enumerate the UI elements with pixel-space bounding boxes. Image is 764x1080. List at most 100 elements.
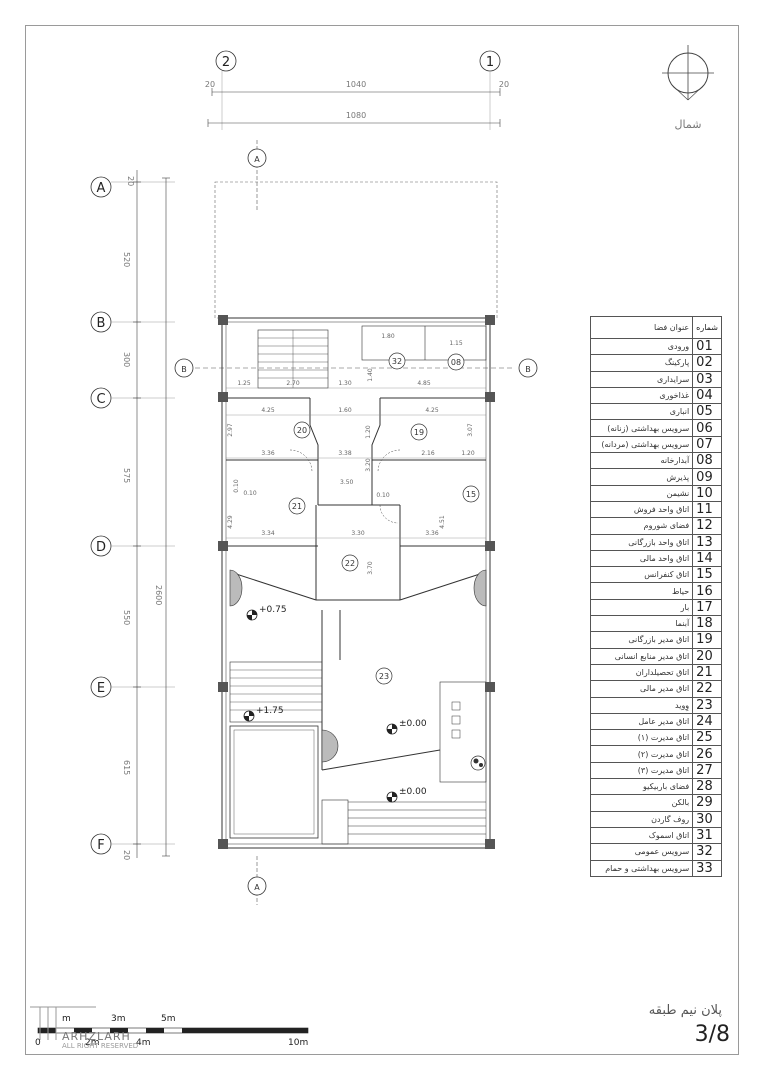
dim-v-0: 2.97: [227, 423, 234, 437]
room-tag-23: 23: [375, 667, 393, 685]
legend-row-number: 04: [692, 386, 722, 405]
dim-row-b-4: 4.85: [417, 380, 431, 387]
room-tag-08: 08: [447, 353, 465, 371]
legend-row-number: 12: [692, 517, 722, 535]
room-tag-15: 15: [462, 485, 480, 503]
legend-row-name: سرایداری: [589, 370, 694, 388]
legend-row-number: 07: [692, 435, 722, 454]
dim-row-mid-2: 2.16: [421, 450, 435, 457]
scale-bottom-0: 0: [35, 1038, 41, 1048]
room-tag-15-label: 15: [466, 490, 476, 499]
legend-row-name: اتاق مدیرت (۱): [589, 729, 694, 747]
legend-row-number: 05: [692, 403, 722, 421]
door-swings: [289, 449, 401, 524]
dim-row-lower-0: 3.34: [261, 530, 275, 537]
planter-left-icon: [229, 569, 243, 607]
legend-row-number: 08: [692, 452, 722, 470]
dim-v-6: 4.51: [439, 515, 446, 529]
room-tag-19-label: 19: [414, 428, 424, 437]
sheet-number: 3/8: [694, 1022, 730, 1047]
level-markers: +0.75 +1.75 ±0.00 ±0.00: [243, 605, 427, 803]
room-tag-19: 19: [410, 423, 428, 441]
scale-top-0: m: [62, 1014, 71, 1024]
dim-row-mid-0: 3.36: [261, 450, 275, 457]
section-mark-a-top: A: [247, 140, 267, 210]
room-tag-21: 21: [288, 497, 306, 515]
legend-row-name: نشیمن: [589, 484, 694, 502]
dim-v-9: 0.10: [243, 490, 257, 497]
level-marker-1-label: +1.75: [256, 706, 284, 716]
dim-top-total: 1080: [346, 111, 366, 120]
section-mark-b-left-label: B: [181, 365, 187, 374]
grid-column-2: 2: [215, 50, 237, 130]
legend-row-number: 17: [692, 598, 722, 617]
grid-row-c: C: [90, 387, 175, 409]
room-tag-32-label: 32: [392, 357, 402, 366]
legend-row-number: 14: [692, 549, 722, 568]
legend-row-name: سرویس بهداشتی (زنانه): [589, 419, 694, 437]
level-marker-3: ±0.00: [386, 787, 427, 803]
dim-row-b-1: 2.70: [286, 380, 300, 387]
legend-row-number: 24: [692, 712, 722, 731]
legend-row-name: سرویس بهداشتی و حمام: [589, 859, 694, 877]
legend-row-name: اتاق واحد فروش: [589, 500, 694, 519]
legend-row-name: سرویس عمومی: [589, 843, 694, 861]
grid-row-d-label: D: [96, 540, 106, 555]
grid-column-1: 1: [479, 50, 501, 130]
legend-header-num: شماره: [692, 316, 722, 339]
dim-v-4: 0.10: [233, 479, 240, 493]
legend-row-number: 29: [692, 794, 722, 812]
level-marker-1: +1.75: [243, 706, 284, 722]
room-tag-21-label: 21: [292, 502, 302, 511]
level-marker-3-label: ±0.00: [399, 787, 427, 797]
grid-row-a: A: [90, 176, 175, 198]
legend-row-number: 13: [692, 533, 722, 551]
section-mark-b-right-label: B: [525, 365, 531, 374]
legend-row-number: 10: [692, 484, 722, 502]
legend-row-name: پذیرش: [589, 468, 694, 486]
legend-row-number: 03: [692, 370, 722, 388]
grid-row-e: E: [90, 676, 175, 698]
grid-column-1-label: 1: [486, 55, 494, 70]
dim-left-seg-4: 550: [122, 610, 131, 625]
legend-row-number: 06: [692, 419, 722, 437]
legend-row-number: 15: [692, 566, 722, 584]
legend-row-number: 27: [692, 761, 722, 780]
legend-row-number: 25: [692, 729, 722, 747]
logo-icon: [30, 1006, 96, 1040]
legend-row-number: 32: [692, 843, 722, 861]
legend-row-name: بالکن: [589, 794, 694, 812]
legend-row-name: انباری: [589, 403, 694, 421]
plant-icon: [470, 755, 486, 771]
grid-row-a-label: A: [97, 181, 106, 196]
legend-row: اتاق مدیرت (۱)25: [589, 729, 722, 747]
legend-row-name: فضای شوروم: [589, 517, 694, 535]
dim-left-total: 2600: [154, 585, 163, 605]
grid-row-d: D: [90, 535, 175, 557]
dim-level-small: 3.50: [340, 479, 354, 486]
dim-row-b-0: 1.25: [237, 380, 251, 387]
legend-row: سرویس بهداشتی (زنانه)06: [589, 419, 722, 437]
dim-top-edge-right: 20: [499, 80, 509, 89]
legend-row-name: وِوید: [589, 696, 694, 714]
room-tag-22: 22: [341, 554, 359, 572]
